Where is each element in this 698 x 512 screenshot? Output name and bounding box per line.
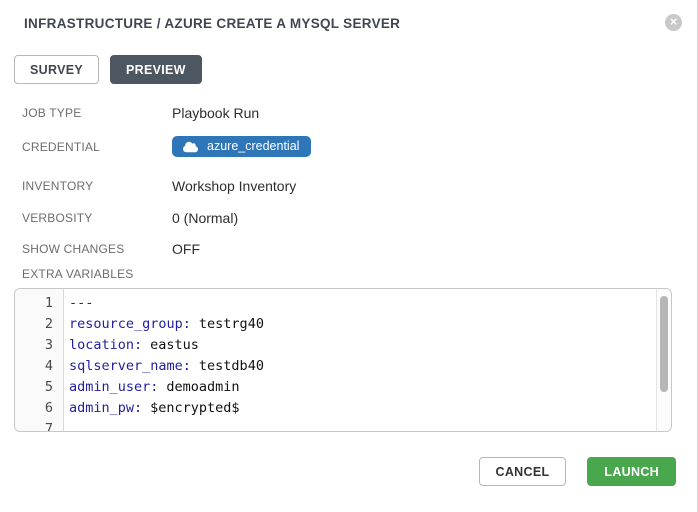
code-text: admin_pw:$encrypted$ <box>63 398 240 419</box>
credential-badge[interactable]: azure_credential <box>172 136 311 157</box>
line-number: 6 <box>15 398 63 419</box>
credential-label: CREDENTIAL <box>22 140 172 154</box>
line-number: 2 <box>15 314 63 335</box>
code-text: --- <box>63 293 101 314</box>
row-credential: CREDENTIAL azure_credential <box>0 136 697 157</box>
row-job-type: JOB TYPE Playbook Run <box>0 105 697 121</box>
editor-scrollbar-thumb[interactable] <box>660 296 668 392</box>
line-number: 7 <box>15 419 63 432</box>
code-lines: 1 --- 2 resource_group:testrg40 3 locati… <box>15 289 671 432</box>
show-changes-label: SHOW CHANGES <box>22 242 172 256</box>
row-show-changes: SHOW CHANGES OFF <box>0 241 697 257</box>
extra-variables-editor[interactable]: 1 --- 2 resource_group:testrg40 3 locati… <box>14 288 672 432</box>
code-line: 7 <box>15 419 671 432</box>
times-circle-icon[interactable] <box>665 14 682 31</box>
editor-scrollbar[interactable] <box>656 289 671 431</box>
code-line: 4 sqlserver_name:testdb40 <box>15 356 671 377</box>
row-verbosity: VERBOSITY 0 (Normal) <box>0 210 697 226</box>
code-line: 6 admin_pw:$encrypted$ <box>15 398 671 419</box>
line-number: 3 <box>15 335 63 356</box>
cancel-button[interactable]: CANCEL <box>479 457 567 486</box>
code-line: 2 resource_group:testrg40 <box>15 314 671 335</box>
show-changes-value: OFF <box>172 241 200 257</box>
job-type-label: JOB TYPE <box>22 106 172 120</box>
modal-header: INFRASTRUCTURE / AZURE CREATE A MYSQL SE… <box>0 0 697 31</box>
credential-badge-label: azure_credential <box>207 140 299 153</box>
tab-preview[interactable]: PREVIEW <box>110 55 202 84</box>
job-type-value: Playbook Run <box>172 105 259 121</box>
code-line: 1 --- <box>15 293 671 314</box>
launch-button[interactable]: LAUNCH <box>587 457 676 486</box>
code-text: sqlserver_name:testdb40 <box>63 356 264 377</box>
tab-survey[interactable]: SURVEY <box>14 55 99 84</box>
code-text <box>63 419 77 432</box>
row-inventory: INVENTORY Workshop Inventory <box>0 178 697 194</box>
cloud-icon <box>183 141 198 153</box>
tab-bar: SURVEY PREVIEW <box>14 55 697 84</box>
page-title: INFRASTRUCTURE / AZURE CREATE A MYSQL SE… <box>24 14 400 31</box>
code-line: 3 location:eastus <box>15 335 671 356</box>
line-number: 1 <box>15 293 63 314</box>
code-text: location:eastus <box>63 335 199 356</box>
inventory-value: Workshop Inventory <box>172 178 296 194</box>
modal-footer: CANCEL LAUNCH <box>0 457 697 486</box>
code-text: admin_user:demoadmin <box>63 377 240 398</box>
extra-variables-label: EXTRA VARIABLES <box>0 267 697 281</box>
inventory-label: INVENTORY <box>22 179 172 193</box>
verbosity-value: 0 (Normal) <box>172 210 238 226</box>
verbosity-label: VERBOSITY <box>22 211 172 225</box>
line-number: 4 <box>15 356 63 377</box>
code-line: 5 admin_user:demoadmin <box>15 377 671 398</box>
code-text: resource_group:testrg40 <box>63 314 264 335</box>
line-number: 5 <box>15 377 63 398</box>
job-details: JOB TYPE Playbook Run CREDENTIAL azure_c… <box>0 105 697 257</box>
